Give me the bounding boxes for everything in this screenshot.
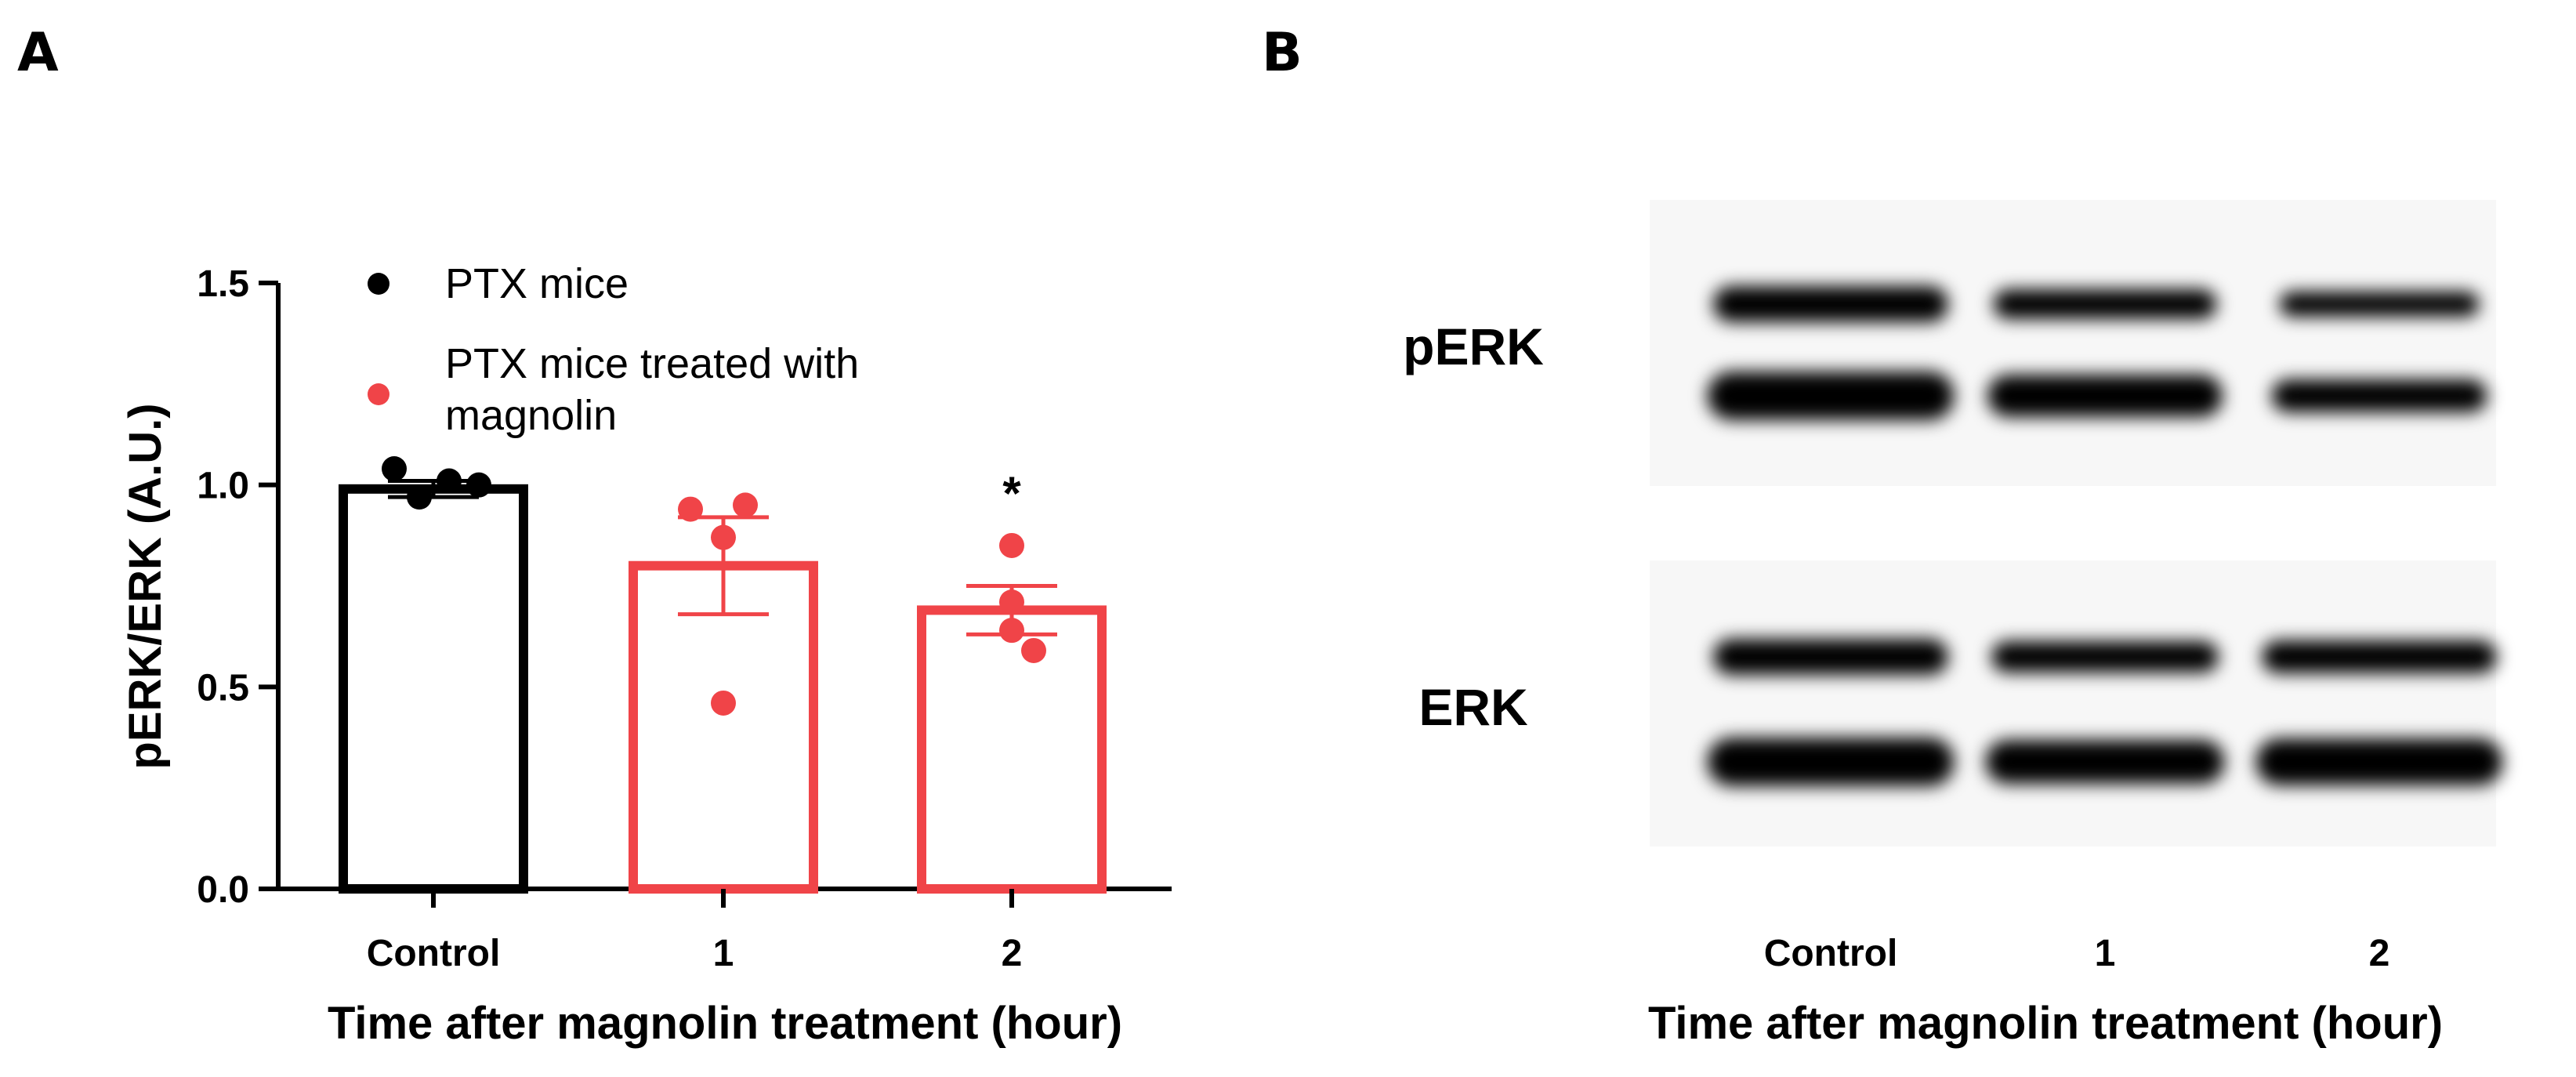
panel-letter-b: B — [1262, 22, 1302, 84]
blot-row-label-perk: pERK — [1403, 317, 1544, 375]
data-point-2 — [999, 532, 1024, 558]
data-point-2 — [1021, 637, 1046, 663]
annotations: * — [1002, 467, 1021, 520]
blot-row-label-erk: ERK — [1418, 678, 1528, 736]
blot-band — [1987, 375, 2223, 417]
panel-letter-a: A — [17, 22, 59, 84]
data-points — [382, 456, 1046, 716]
x-tick-label: 2 — [1002, 933, 1023, 974]
legend-label-ptx-mice: PTX mice — [445, 260, 629, 307]
blot-lane-label-2: 2 — [2369, 933, 2390, 974]
blot-band — [1991, 641, 2219, 673]
blot-band — [2279, 292, 2480, 317]
legend-marker-ptx-magnolin — [368, 383, 389, 405]
data-point-2 — [999, 589, 1024, 615]
blot-band — [1707, 738, 1955, 786]
bar-2 — [917, 605, 1107, 894]
blot-membrane-erk — [1650, 560, 2496, 847]
bar-control — [339, 484, 528, 894]
legend-marker-ptx-mice — [368, 273, 389, 295]
blot-band — [2262, 640, 2497, 673]
significance-marker: * — [1002, 467, 1021, 520]
data-point-control — [407, 484, 432, 510]
blot-band — [2271, 379, 2487, 412]
y-tick-label: 1.0 — [197, 466, 249, 507]
data-point-1 — [678, 496, 703, 522]
y-ticks: 0.0 0.5 1.0 1.5 — [197, 263, 278, 911]
blot-band — [1713, 639, 1948, 675]
legend: PTX mice PTX mice treated with magnolin — [368, 260, 871, 439]
data-point-1 — [733, 492, 758, 518]
blot-bands — [1707, 286, 2503, 786]
data-point-1 — [711, 524, 736, 550]
y-axis-label: pERK/ERK (A.U.) — [120, 403, 171, 769]
legend-label-line-1: PTX mice treated with — [445, 340, 859, 387]
blot-band — [1713, 286, 1948, 322]
legend-label-ptx-magnolin: PTX mice treated with magnolin — [445, 340, 871, 439]
blot-band — [1985, 740, 2225, 784]
x-tick-label: Control — [367, 933, 501, 974]
x-axis-label: Time after magnolin treatment (hour) — [328, 998, 1122, 1049]
y-tick-label: 0.5 — [197, 667, 249, 709]
blot-lane-label-control: Control — [1764, 933, 1898, 974]
data-point-control — [466, 472, 491, 498]
x-tick-label: 1 — [713, 933, 734, 974]
legend-label-line-2: magnolin — [445, 392, 617, 439]
y-tick-label: 0.0 — [197, 869, 249, 911]
blot-lane-label-1: 1 — [2095, 933, 2116, 974]
x-ticks: Control 1 2 — [367, 889, 1023, 974]
data-point-1 — [711, 690, 736, 716]
blot-band — [2255, 738, 2503, 785]
y-tick-label: 1.5 — [197, 263, 249, 305]
western-blot: pERK ERK Control 1 2 Time after magnolin… — [1403, 200, 2503, 1049]
data-point-control — [382, 456, 407, 482]
blot-band — [1707, 372, 1955, 420]
blot-x-axis-label: Time after magnolin treatment (hour) — [1648, 998, 2443, 1049]
bar-chart: 0.0 0.5 1.0 1.5 Control 1 2 * pERK/ERK (A.U.)… — [120, 260, 1172, 1049]
blot-band — [1993, 289, 2217, 319]
blot-membrane-perk — [1650, 200, 2496, 486]
data-point-control — [437, 468, 462, 494]
data-point-2 — [999, 618, 1024, 644]
